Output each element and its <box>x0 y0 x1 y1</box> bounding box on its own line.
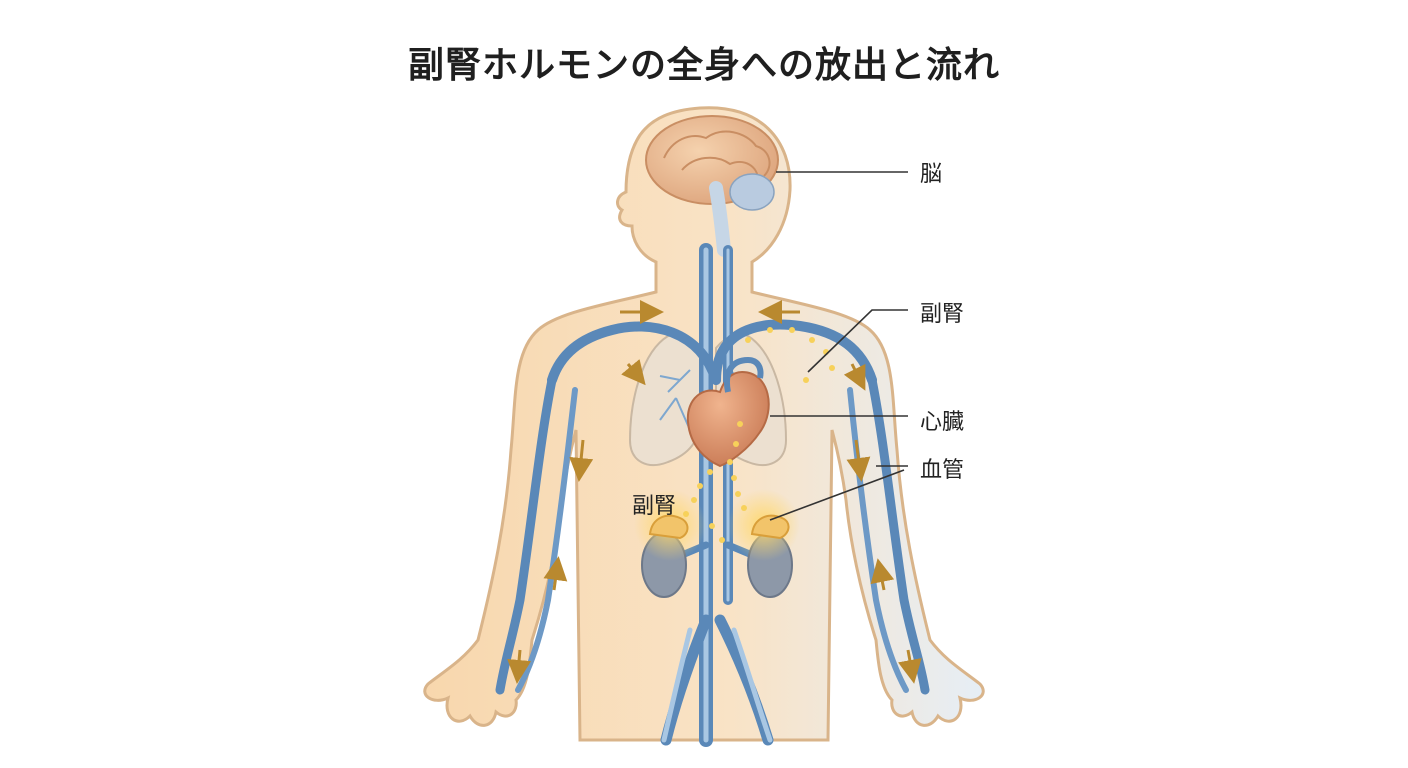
label-adrenal-left: 副腎 <box>632 494 677 519</box>
label-vessel: 血管 <box>920 458 965 483</box>
label-brain: 脳 <box>920 162 943 187</box>
leader-lines <box>769 171 908 521</box>
brain <box>645 115 779 257</box>
label-adrenal-right: 副腎 <box>920 302 965 327</box>
diagram-title: 副腎ホルモンの全身への放出と流れ <box>407 45 1000 86</box>
flow-arrow-icon <box>507 300 922 684</box>
heart <box>686 356 770 468</box>
label-heart: 心臓 <box>920 410 965 435</box>
hormone-particles <box>683 327 835 543</box>
